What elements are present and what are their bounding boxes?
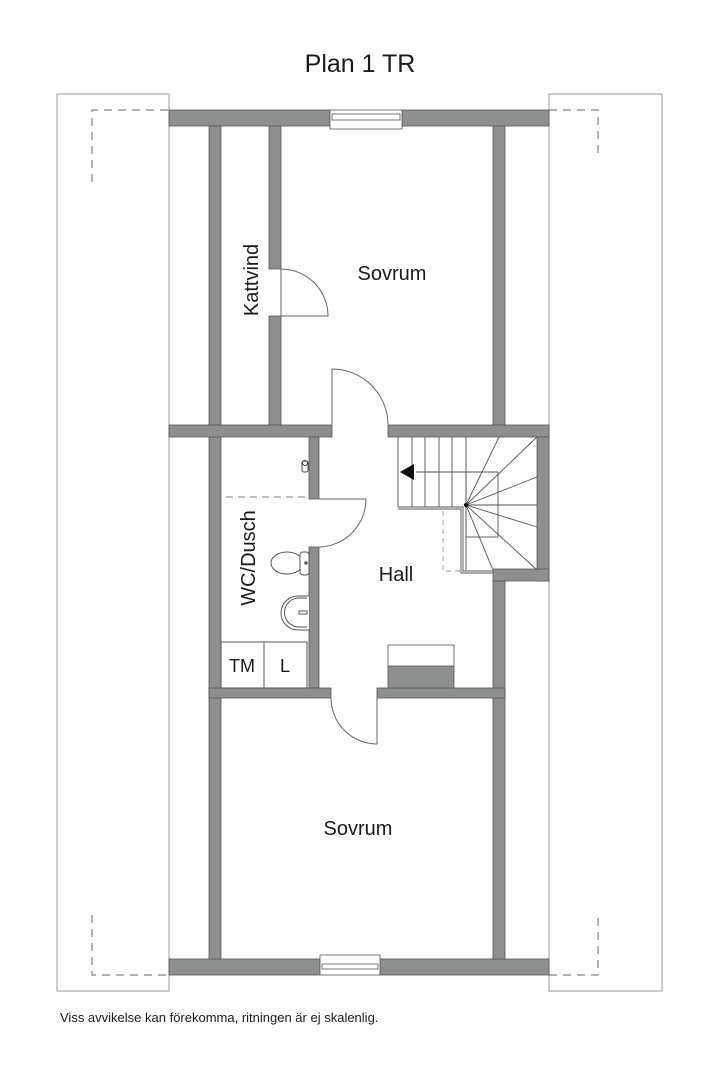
room-label-bathroom: WC/Dusch [238,510,260,606]
toilet-icon [270,551,310,576]
doors [280,268,389,745]
room-label-hall: Hall [379,564,413,586]
disclaimer-text: Viss avvikelse kan förekomma, ritningen … [60,1010,379,1025]
window-bottom [319,954,381,976]
plan-title: Plan 1 TR [304,50,416,78]
room-label-bottom-bedroom: Sovrum [324,818,393,840]
chimney-top [387,644,455,667]
door-top-bedroom [331,368,389,426]
walls [168,109,550,976]
right-roof-outline [548,93,663,992]
stair-center [464,503,468,507]
cabinets [220,641,308,689]
cabinet-label-washer: TM [229,656,255,676]
left-roof-outline [56,93,170,992]
door-bathroom [318,498,367,548]
arrow-left-icon [400,464,414,480]
sink-icon [280,595,309,631]
cabinet-label-closet: L [280,656,290,676]
door-kattvind [280,268,329,317]
shower-icon [301,460,309,473]
window-top [329,109,403,130]
room-label-top-bedroom: Sovrum [358,263,427,285]
room-label-attic: Kattvind [241,244,263,316]
door-bottom-bedroom [330,697,378,745]
staircase [397,436,538,574]
